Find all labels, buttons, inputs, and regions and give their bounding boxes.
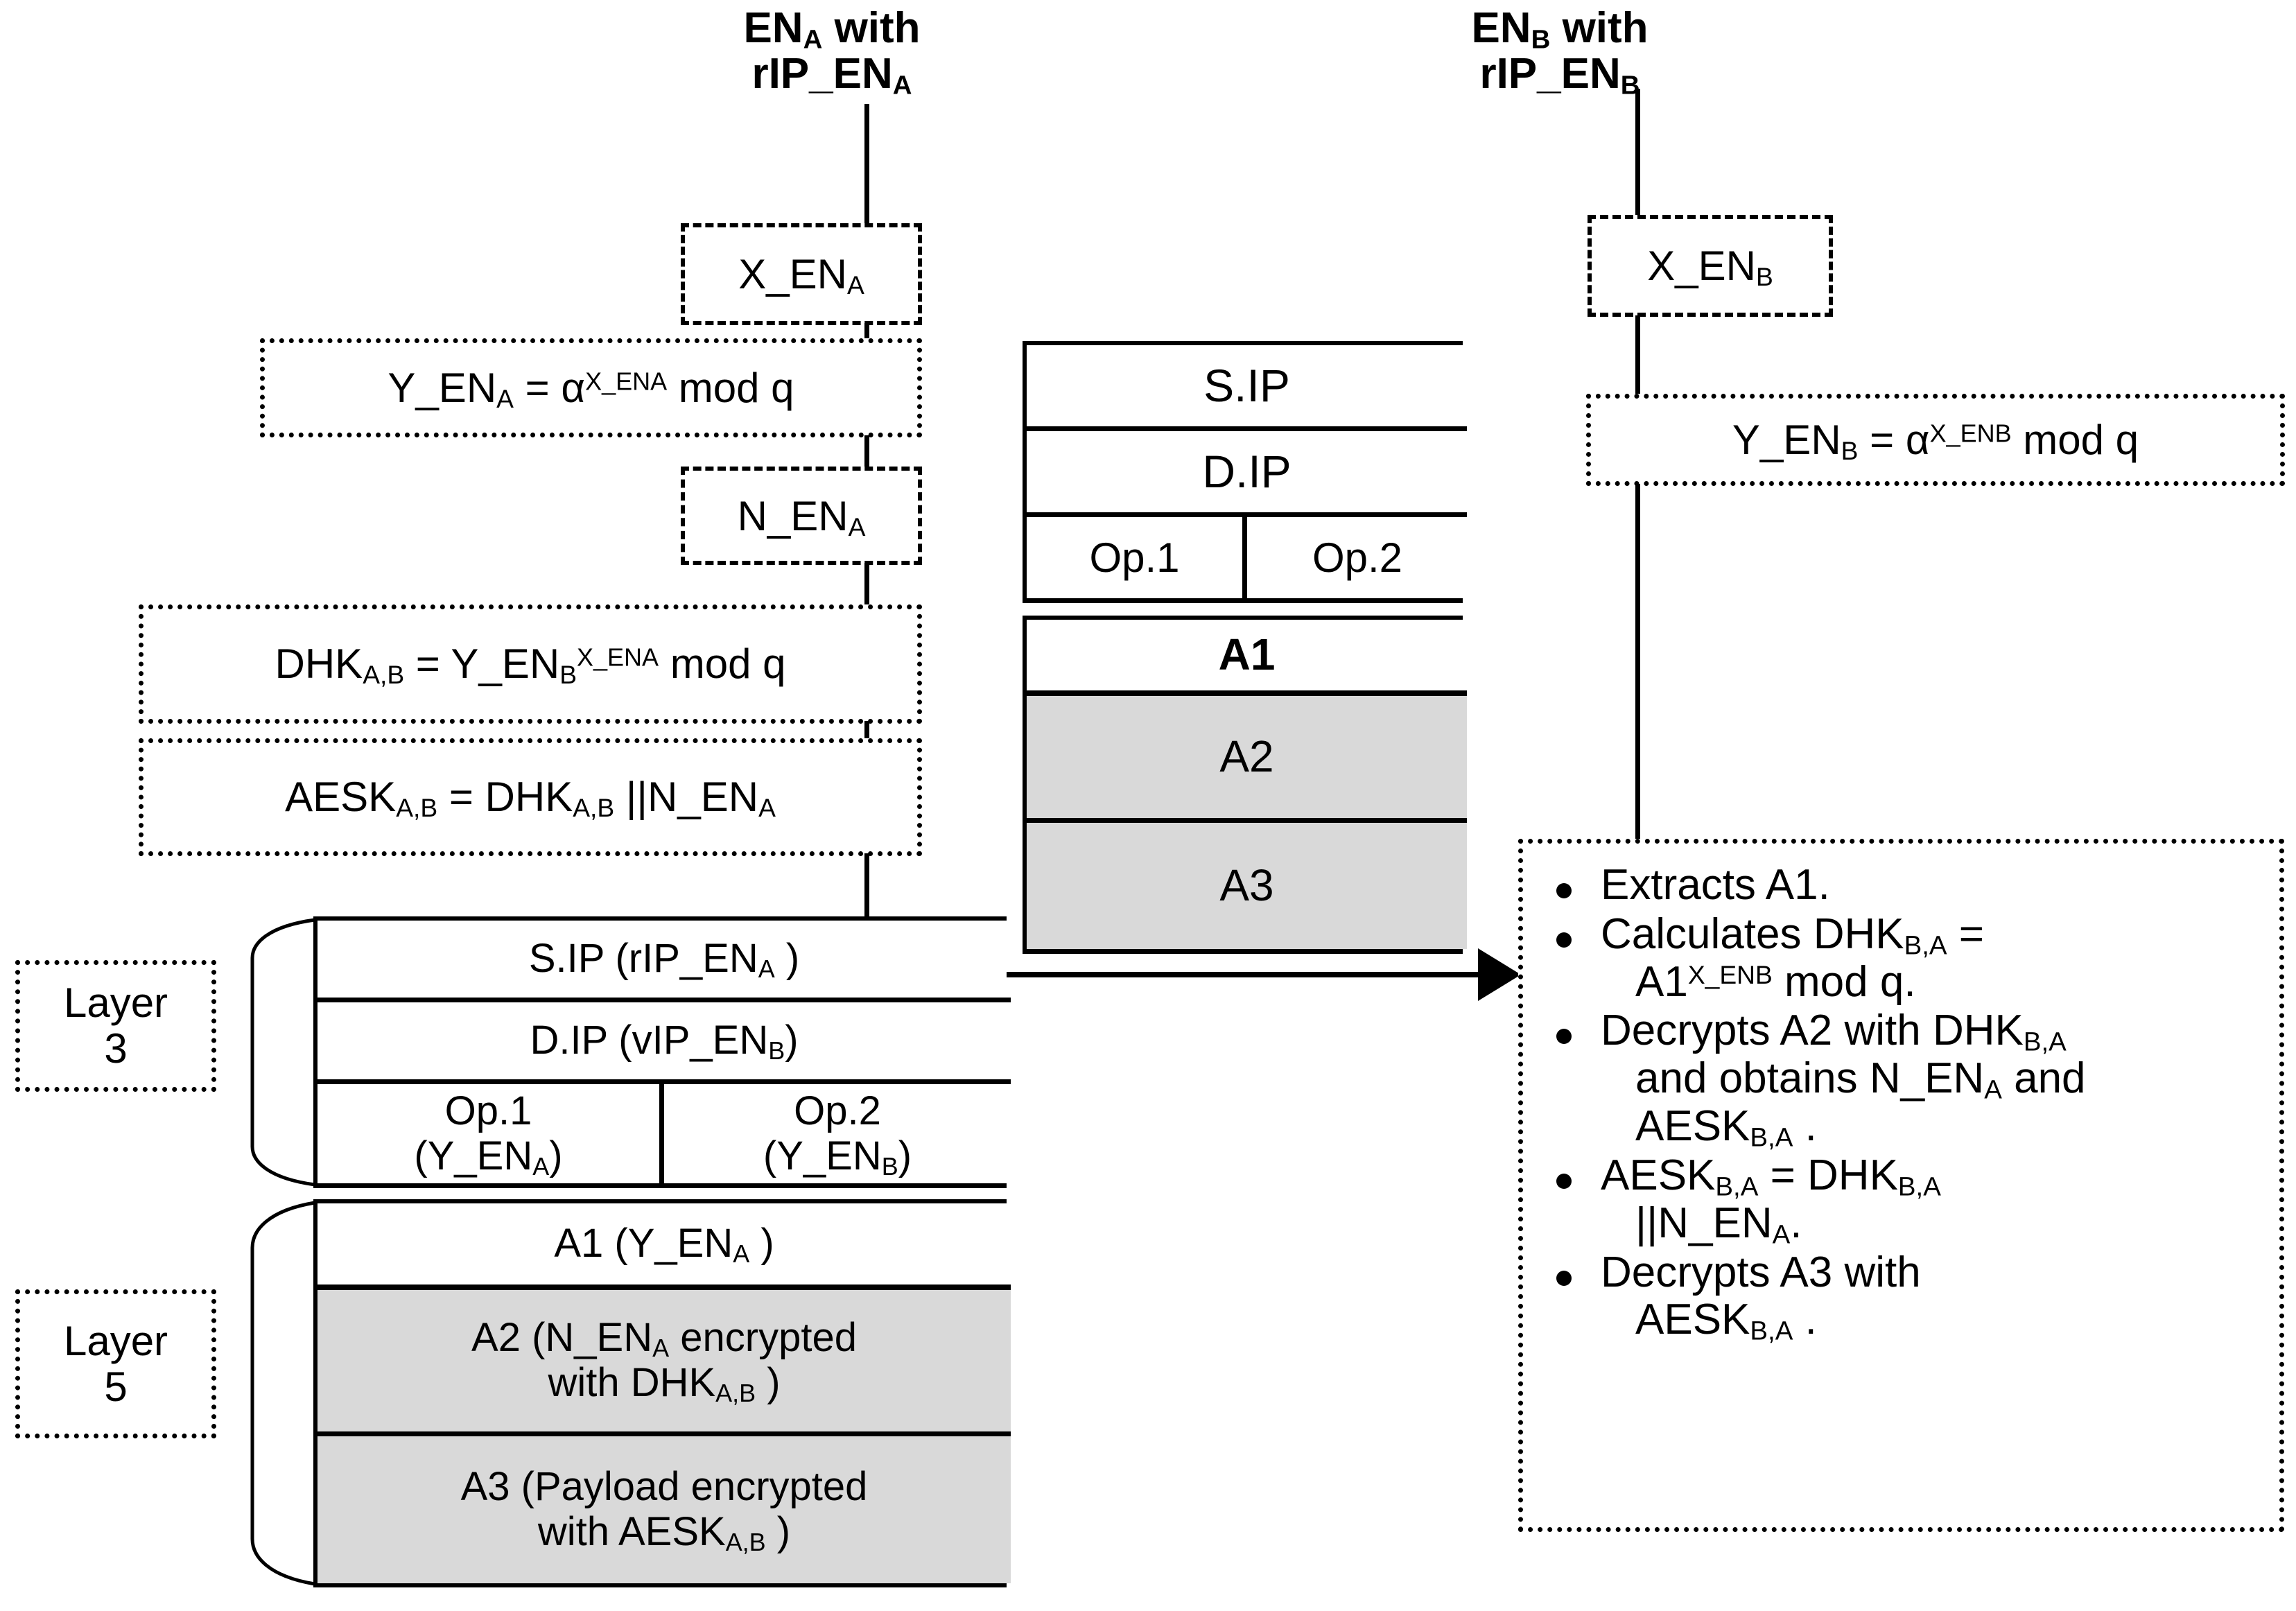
layer3-sip-text: S.IP (rIP_ENA ) (528, 936, 800, 983)
action-calculates-dhk-line2: A1X_ENB mod q. (1635, 957, 1916, 1006)
action-aesk-definition: AESKB,A = DHKB,A ||N_ENA. (1541, 1151, 2267, 1250)
center-row-a2: A2 (1027, 696, 1467, 824)
layer5-a3-line1: A3 (Payload encrypted (460, 1464, 868, 1510)
center-row-sip: S.IP (1027, 345, 1467, 431)
layer3-label-line1: Layer (63, 979, 168, 1026)
layer3-row-op1: Op.1 (Y_ENA) (318, 1084, 664, 1183)
action-decrypts-a3-line1: Decrypts A3 with (1601, 1248, 1921, 1296)
left-node-title: ENA with rIP_ENA (700, 4, 964, 101)
left-stem-connector (864, 104, 869, 225)
center-a3-label: A3 (1219, 860, 1274, 911)
layer5-row-a3: A3 (Payload encrypted with AESKA,B ) (318, 1436, 1011, 1583)
connector-dhk-aesk (864, 721, 869, 742)
center-row-op2: Op.2 (1247, 517, 1468, 598)
right-node-title: ENB with rIP_ENB (1428, 4, 1691, 101)
action-decrypts-a3-line2: AESKB,A . (1635, 1296, 1817, 1346)
action-decrypts-a2-line2: and obtains N_ENA and (1635, 1054, 2086, 1105)
layer3-brace (241, 916, 318, 1188)
action-decrypts-a2-line3: AESKB,A . (1635, 1102, 1817, 1153)
layer5-packet: A1 (Y_ENA ) A2 (N_ENA encrypted with DHK… (313, 1199, 1011, 1587)
action-decrypts-a3: Decrypts A3 with AESKB,A . (1541, 1248, 2267, 1346)
layer3-dip-text: D.IP (vIP_ENB) (530, 1018, 799, 1065)
center-sip-label: S.IP (1203, 359, 1290, 411)
connector-xenb-yenb (1635, 315, 1640, 395)
connector-yena-nena (864, 435, 869, 469)
center-dip-label: D.IP (1202, 445, 1292, 497)
action-extracts-a1: Extracts A1. (1541, 861, 2267, 909)
layer5-row-a1: A1 (Y_ENA ) (318, 1203, 1011, 1290)
action-extracts-a1-line1: Extracts A1. (1601, 861, 1830, 909)
box-y-ena: Y_ENA = αX_ENA mod q (260, 338, 922, 437)
layer5-a2-line2: with DHKA,B ) (548, 1360, 781, 1407)
center-packet-header: S.IP D.IP Op.1 Op.2 (1023, 341, 1468, 603)
action-calculates-dhk-line1: Calculates DHKB,A = (1601, 909, 1984, 961)
dhk-ab-formula: DHKA,B = Y_ENBX_ENA mod q (275, 641, 786, 690)
layer3-op1-line2: (Y_ENA) (414, 1133, 563, 1181)
layer5-label: Layer 5 (15, 1289, 216, 1438)
layer3-op2-line2: (Y_ENB) (763, 1133, 912, 1181)
box-y-enb: Y_ENB = αX_ENB mod q (1586, 394, 2285, 486)
box-aesk-ab: AESKA,B = DHKA,B ||N_ENA (139, 738, 922, 856)
right-stem-connector (1635, 89, 1640, 217)
box-dhk-ab: DHKA,B = Y_ENBX_ENA mod q (139, 604, 922, 724)
box-x-enb: X_ENB (1588, 215, 1833, 317)
box-x-ena: X_ENA (681, 223, 922, 325)
center-row-a1: A1 (1027, 620, 1467, 696)
action-decrypts-a2: Decrypts A2 with DHKB,A and obtains N_EN… (1541, 1007, 2267, 1153)
layer5-a3-line2: with AESKA,B ) (537, 1509, 791, 1556)
connector-nena-dhk (864, 563, 869, 606)
center-row-a3: A3 (1027, 823, 1467, 949)
action-aesk-definition-line1: AESKB,A = DHKB,A (1601, 1151, 1941, 1202)
aesk-ab-formula: AESKA,B = DHKA,B ||N_ENA (285, 774, 776, 823)
left-title-line1: ENA with (743, 4, 921, 55)
box-n-ena: N_ENA (681, 467, 922, 565)
transmission-arrow-head (1478, 948, 1521, 1001)
connector-aesk-layer3 (864, 853, 869, 919)
layer3-row-sip: S.IP (rIP_ENA ) (318, 921, 1011, 1002)
left-title-line2: rIP_ENA (751, 49, 912, 101)
layer5-a2-line1: A2 (N_ENA encrypted (471, 1315, 857, 1362)
layer5-row-a2: A2 (N_ENA encrypted with DHKA,B ) (318, 1290, 1011, 1437)
center-op2-label: Op.2 (1312, 534, 1403, 581)
layer3-packet: S.IP (rIP_ENA ) D.IP (vIP_ENB) Op.1 (Y_E… (313, 916, 1011, 1188)
layer5-label-line2: 5 (104, 1363, 128, 1410)
y-enb-formula: Y_ENB = αX_ENB mod q (1732, 416, 2139, 465)
layer3-op2-line1: Op.2 (794, 1088, 881, 1133)
layer5-label-line1: Layer (63, 1317, 168, 1364)
x-ena-label: X_ENA (738, 251, 864, 300)
right-title-line1: ENB with (1471, 4, 1649, 55)
layer5-brace (241, 1199, 318, 1587)
connector-xena-yena (864, 323, 869, 352)
layer5-a1-text: A1 (Y_ENA ) (554, 1221, 774, 1268)
connector-yenb-actions (1635, 484, 1640, 844)
center-a2-label: A2 (1219, 731, 1274, 782)
action-decrypts-a2-line1: Decrypts A2 with DHKB,A (1601, 1007, 2067, 1057)
layer3-row-dip: D.IP (vIP_ENB) (318, 1002, 1011, 1084)
right-title-line2: rIP_ENB (1479, 49, 1640, 101)
n-ena-label: N_ENA (737, 492, 866, 541)
layer3-op1-line1: Op.1 (444, 1088, 532, 1133)
x-enb-label: X_ENB (1647, 243, 1773, 292)
action-aesk-definition-line2: ||N_ENA. (1635, 1199, 1802, 1250)
center-a1-label: A1 (1218, 629, 1276, 680)
center-packet-payload: A1 A2 A3 (1023, 616, 1467, 954)
layer3-label-line2: 3 (104, 1025, 128, 1072)
y-ena-formula: Y_ENA = αX_ENA mod q (388, 364, 794, 413)
center-op1-label: Op.1 (1089, 534, 1180, 581)
action-calculates-dhk: Calculates DHKB,A = A1X_ENB mod q. (1541, 909, 2267, 1007)
layer3-label: Layer 3 (15, 960, 216, 1092)
layer3-row-op2: Op.2 (Y_ENB) (664, 1084, 1011, 1183)
center-row-dip: D.IP (1027, 431, 1467, 517)
receiver-actions-box: Extracts A1. Calculates DHKB,A = A1X_ENB… (1518, 839, 2284, 1532)
center-row-op1: Op.1 (1027, 517, 1247, 598)
transmission-arrow-line (1007, 972, 1510, 977)
